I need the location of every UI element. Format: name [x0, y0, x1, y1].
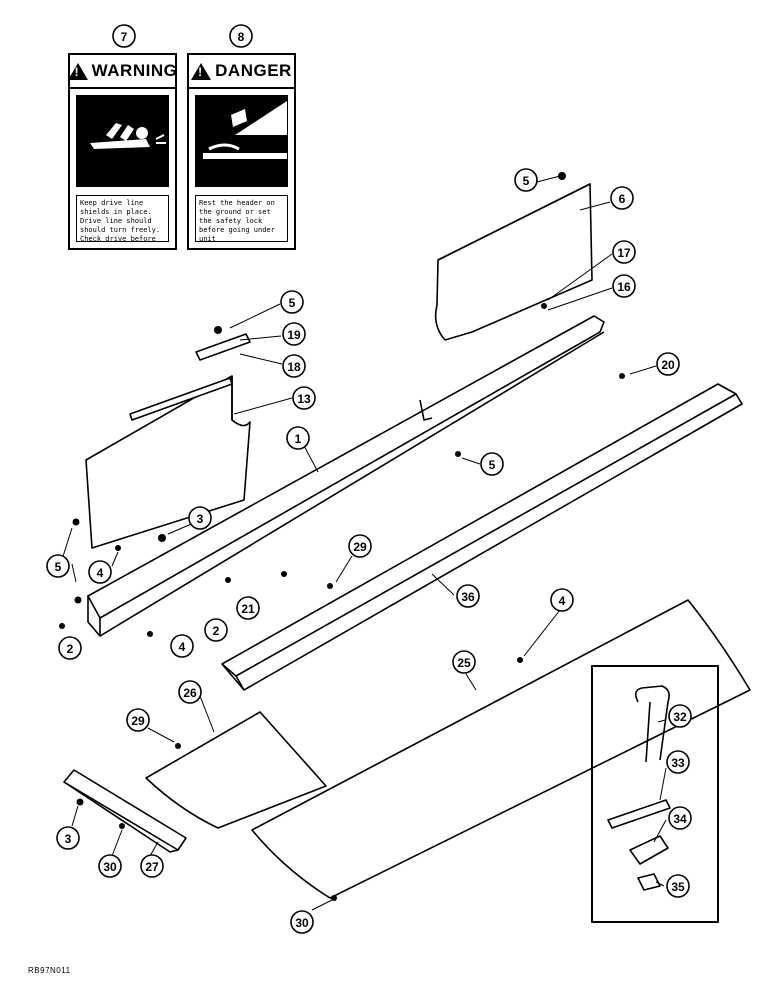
warning-triangle-icon — [67, 62, 88, 80]
part-36-rail — [221, 383, 743, 691]
decal-heading-text: DANGER — [215, 61, 292, 80]
entanglement-hazard-icon — [76, 95, 169, 187]
callout-label: 18 — [287, 360, 301, 374]
fasteners — [59, 172, 625, 901]
danger-decal: DANGER Rest the header on the ground or … — [187, 53, 296, 250]
callout-label: 19 — [287, 328, 301, 342]
callout-label: 3 — [197, 512, 204, 526]
callout-label: 2 — [67, 642, 74, 656]
callout-label: 21 — [241, 602, 255, 616]
callout-label: 7 — [121, 30, 128, 44]
callout-label: 25 — [457, 656, 471, 670]
callout-label: 17 — [617, 246, 631, 260]
callout-label: 6 — [619, 192, 626, 206]
callout-label: 36 — [461, 590, 475, 604]
callout-label: 20 — [661, 358, 675, 372]
callout-circles — [46, 24, 692, 934]
part-6-shield — [434, 183, 593, 341]
danger-heading: DANGER — [189, 55, 294, 89]
callout-label: 5 — [289, 296, 296, 310]
callout-label: 2 — [213, 624, 220, 638]
part-27-bracket — [63, 769, 187, 853]
callout-label: 16 — [617, 280, 631, 294]
part-1-main-angle — [87, 315, 605, 637]
callout-label: 3 — [65, 832, 72, 846]
part-18-19-hinge — [129, 333, 251, 421]
figure-code: RB97N011 — [28, 966, 71, 975]
callout-label: 35 — [671, 880, 685, 894]
callout-label: 5 — [55, 560, 62, 574]
callout-label: 4 — [97, 566, 104, 580]
crush-hazard-icon — [195, 95, 288, 187]
callout-label: 4 — [179, 640, 186, 654]
callout-label: 30 — [103, 860, 117, 874]
warning-heading: WARNING — [67, 55, 178, 89]
callout-labels: 7 8 13 1 5 6 17 16 5 19 18 20 5 3 5 4 29… — [55, 30, 687, 930]
callout-label: 29 — [353, 540, 367, 554]
callout-label: 13 — [297, 392, 311, 406]
warning-text: Keep drive line shields in place. Drive … — [76, 195, 169, 242]
warning-decal: WARNING Keep drive line shields in place… — [67, 53, 178, 250]
decal-heading-text: WARNING — [91, 61, 178, 80]
callout-label: 32 — [673, 710, 687, 724]
inset-box — [591, 665, 719, 923]
callout-label: 26 — [183, 686, 197, 700]
callout-label: 27 — [145, 860, 159, 874]
callout-label: 33 — [671, 756, 685, 770]
callout-label: 4 — [559, 594, 566, 608]
danger-text: Rest the header on the ground or set the… — [195, 195, 288, 242]
part-26-sheet — [145, 711, 327, 829]
callout-label: 29 — [131, 714, 145, 728]
callout-label: 8 — [238, 30, 245, 44]
part-25-sheet — [251, 599, 751, 899]
callout-label: 30 — [295, 916, 309, 930]
callout-label: 5 — [523, 174, 530, 188]
callout-label: 5 — [489, 458, 496, 472]
callout-label: 34 — [673, 812, 687, 826]
callout-label: 1 — [295, 432, 302, 446]
danger-triangle-icon — [191, 62, 212, 80]
